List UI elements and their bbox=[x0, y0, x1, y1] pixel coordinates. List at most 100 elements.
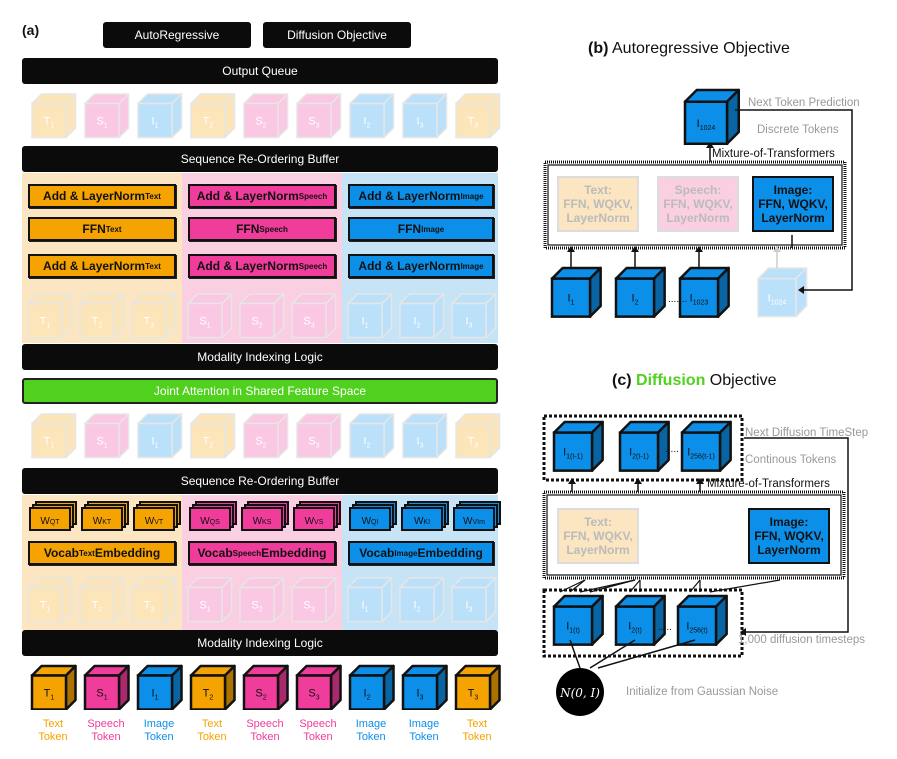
qkv-stack-WVT: WVT bbox=[133, 501, 181, 531]
lower-token-I3: I3 bbox=[451, 577, 497, 623]
mid-token-I3: I3 bbox=[402, 413, 448, 459]
token-label: I3 bbox=[417, 688, 424, 702]
token-label: I2 bbox=[414, 316, 421, 330]
continuous-output-box bbox=[542, 414, 744, 482]
qkv-label: WVS bbox=[305, 516, 324, 527]
output-queue: Output Queue bbox=[22, 58, 498, 84]
input-token-b-I1: I1 bbox=[550, 266, 602, 318]
lower-token-S3: S3 bbox=[291, 577, 337, 623]
lower-token-S1: S1 bbox=[187, 577, 233, 623]
lower-token-T2: T2 bbox=[79, 577, 125, 623]
sequence-reordering-buffer-bottom: Sequence Re-Ordering Buffer bbox=[22, 468, 498, 494]
token-label: I1 bbox=[568, 293, 575, 307]
token-label: S1 bbox=[96, 436, 107, 450]
legend-autoregressive: AutoRegressive bbox=[103, 22, 251, 48]
image-expert-card-b: Image: FFN, WQKV, LayerNorm bbox=[752, 176, 834, 232]
mot-box-b bbox=[543, 160, 847, 250]
token-label: T2 bbox=[203, 116, 214, 130]
upper-token-I3: I3 bbox=[451, 293, 497, 339]
upper-token-S1: S1 bbox=[187, 293, 233, 339]
token-label: T3 bbox=[468, 116, 479, 130]
qkv-label: WKS bbox=[253, 516, 272, 527]
qkv-label: WQS bbox=[200, 516, 220, 527]
modality-indexing-logic-top: Modality Indexing Logic bbox=[22, 344, 498, 370]
input-token-T3: T3 bbox=[454, 664, 501, 710]
mid-token-T3: T3 bbox=[455, 413, 501, 459]
input-token-I1: I1 bbox=[136, 664, 183, 710]
lower-token-T3: T3 bbox=[131, 577, 177, 623]
qkv-label: WKT bbox=[93, 516, 112, 527]
token-label: I3 bbox=[417, 116, 424, 130]
mid-token-T1: T1 bbox=[31, 413, 77, 459]
token-label: I1024 bbox=[768, 293, 787, 307]
token-label: T2 bbox=[92, 600, 103, 614]
lower-token-I2: I2 bbox=[399, 577, 445, 623]
qkv-label: WVT bbox=[145, 516, 164, 527]
text-expert-card-c: Text: FFN, WQKV, LayerNorm bbox=[557, 508, 639, 564]
arrowhead bbox=[773, 246, 781, 252]
diffusion-input-I2(t): I2(t) bbox=[614, 594, 666, 646]
output-token-I1: I1 bbox=[137, 93, 183, 139]
gaussian-noise-node: N(0, I) bbox=[556, 668, 604, 716]
token-label: I256(t) bbox=[686, 621, 707, 635]
output-token-S2: S2 bbox=[243, 93, 289, 139]
mot-box-b-inner bbox=[547, 164, 843, 246]
token-label: S3 bbox=[303, 600, 314, 614]
qkv-stack-WKT: WKT bbox=[81, 501, 129, 531]
panel-b-title: (b) Autoregressive Objective bbox=[588, 40, 790, 57]
token-label: S1 bbox=[199, 316, 210, 330]
arrow-input-to-mot-c bbox=[569, 579, 586, 593]
input-token-T2: T2 bbox=[189, 664, 236, 710]
arrowhead bbox=[695, 246, 703, 252]
token-label: I1(t) bbox=[566, 621, 580, 635]
input-token-S1: S1 bbox=[83, 664, 130, 710]
arrowhead bbox=[567, 246, 575, 252]
output-token-T2: T2 bbox=[190, 93, 236, 139]
input-token-I3: I3 bbox=[401, 664, 448, 710]
upper-token-I1: I1 bbox=[347, 293, 393, 339]
discrete-tokens-note: Discrete Tokens bbox=[757, 124, 839, 136]
noisy-input-box bbox=[542, 588, 744, 658]
diffusion-output-I1(t-1): I1(t-1) bbox=[552, 420, 604, 472]
token-label: I1 bbox=[152, 688, 159, 702]
image-expert-card-c: Image: FFN, WQKV, LayerNorm bbox=[748, 508, 830, 564]
noise-to-input-line bbox=[569, 639, 581, 669]
diffusion-input-I1(t): I1(t) bbox=[552, 594, 604, 646]
token-label: I1 bbox=[362, 600, 369, 614]
output-token-I2: I2 bbox=[349, 93, 395, 139]
token-label: S2 bbox=[255, 436, 266, 450]
token-label: I1 bbox=[152, 116, 159, 130]
qkv-label: WVIm bbox=[463, 516, 485, 527]
token-label: I2 bbox=[364, 688, 371, 702]
ellipsis-b: ....... bbox=[668, 294, 687, 305]
arrow-input-to-mot-c bbox=[589, 579, 636, 593]
gaussian-noise-note: Initialize from Gaussian Noise bbox=[626, 686, 779, 698]
input-token-S2: S2 bbox=[242, 664, 289, 710]
token-label: I2 bbox=[364, 436, 371, 450]
token-label: S2 bbox=[251, 316, 262, 330]
qkv-stack-WQI: WQI bbox=[349, 501, 397, 531]
token-label: T1 bbox=[40, 316, 51, 330]
upper-token-T1: T1 bbox=[27, 293, 73, 339]
token-label: I1024 bbox=[697, 118, 716, 132]
token-label: T3 bbox=[144, 316, 155, 330]
diffusion-input-I256(t): I256(t) bbox=[676, 594, 728, 646]
noise-to-input-line bbox=[589, 639, 636, 669]
token-label: I2 bbox=[414, 600, 421, 614]
